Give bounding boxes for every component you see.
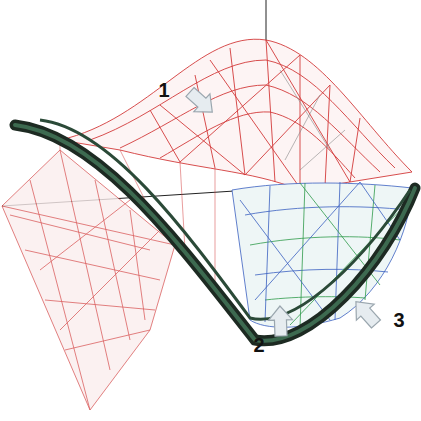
callout-number: 2	[253, 335, 264, 355]
callout-number: 1	[158, 80, 169, 100]
callout-arrows	[182, 83, 385, 336]
callout-number: 3	[393, 310, 404, 330]
